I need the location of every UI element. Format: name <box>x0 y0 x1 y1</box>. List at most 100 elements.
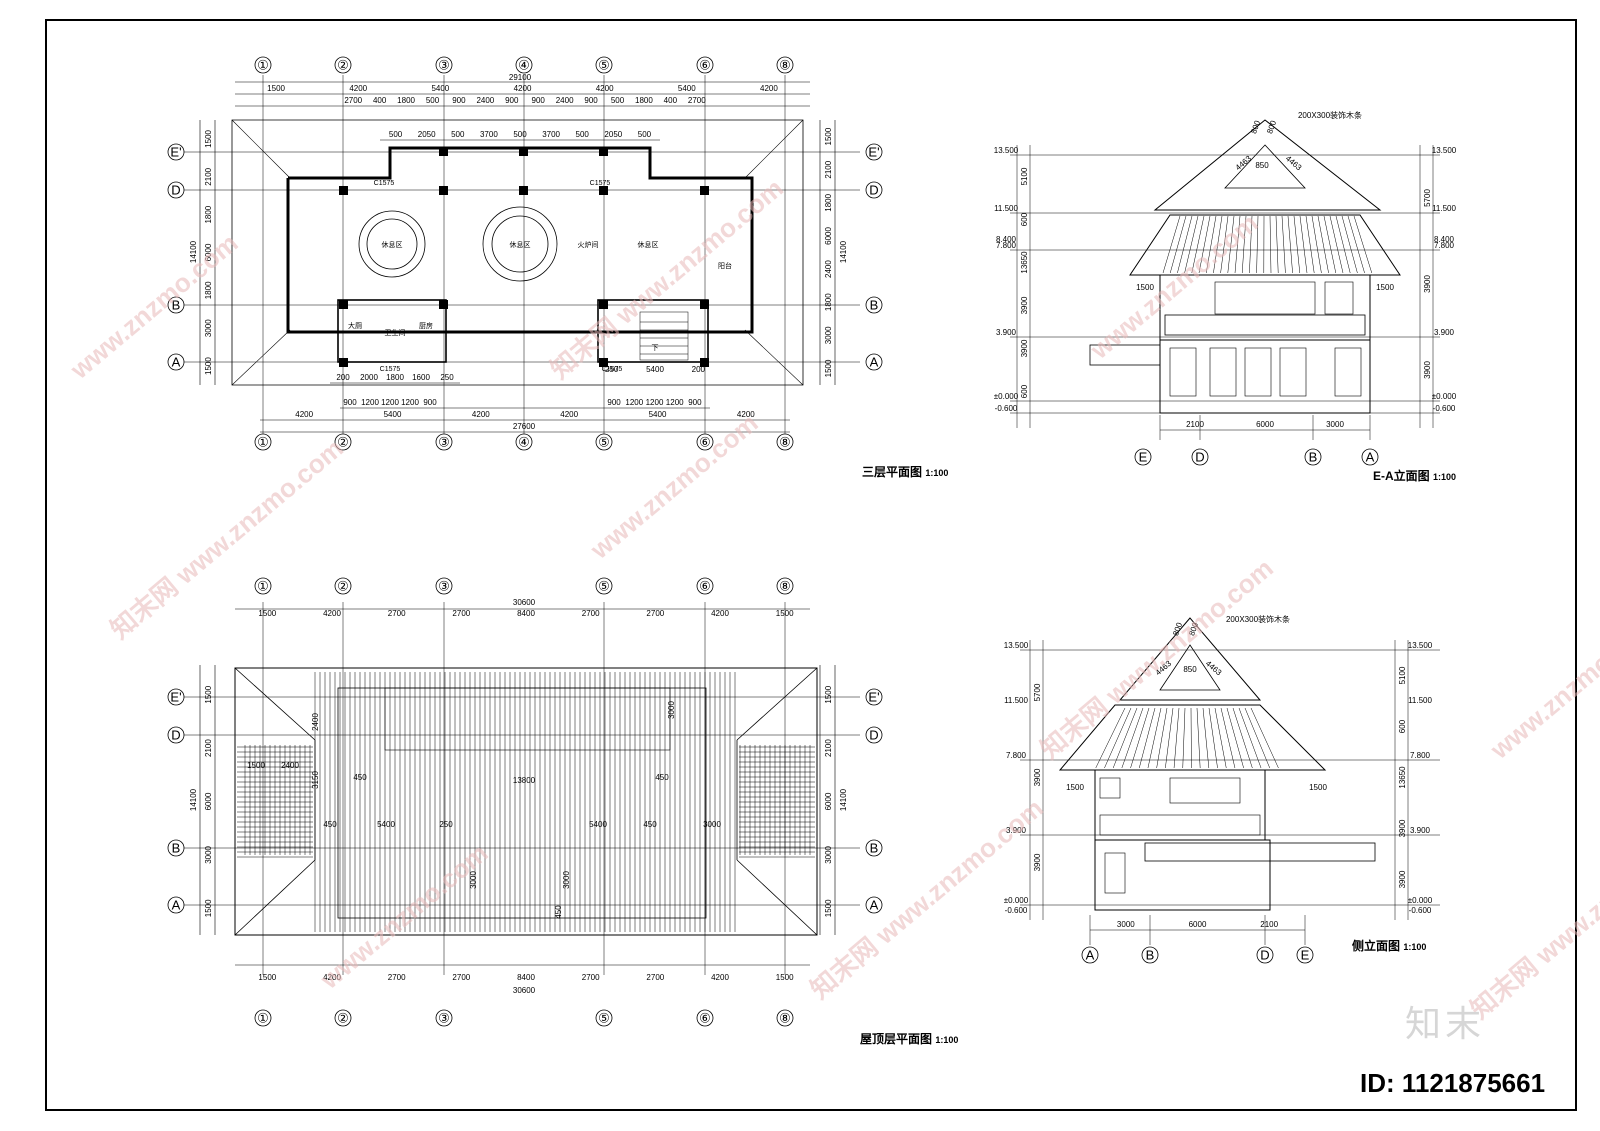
plan3-dim: 6000 <box>204 243 213 261</box>
elev-side-roof-dim: 800 <box>1187 621 1200 637</box>
roof-dim: 4200 <box>323 609 341 618</box>
elev-ea-height: 13650 <box>1020 251 1029 274</box>
elev-side-dim: 6000 <box>1189 920 1207 929</box>
roof-axis: ⑥ <box>699 1011 711 1026</box>
plan3-axis-bubble <box>435 433 453 451</box>
roof-dim: 2700 <box>646 609 664 618</box>
plan3-dim: 250 <box>440 373 454 382</box>
roof-dim: 2700 <box>388 609 406 618</box>
plan3-dim: 200 <box>336 373 350 382</box>
plan3-dim: 900 <box>423 398 437 407</box>
plan3-axis-row-bubble <box>167 353 185 371</box>
plan3-dim: 900 <box>532 96 546 105</box>
elev-ea-height: 5700 <box>1423 189 1432 207</box>
roof-inner-dim: 450 <box>554 905 563 919</box>
plan3-axis-bubble <box>515 433 533 451</box>
roof-dim: 2700 <box>388 973 406 982</box>
elev-ea-level: 3.900 <box>1434 328 1455 337</box>
plan3-room-label: 厨房 <box>419 321 433 330</box>
elev-ea-roof-dim: 800 <box>1265 119 1278 135</box>
roof-axis-bubble <box>595 577 613 595</box>
roof-axis: ③ <box>438 579 450 594</box>
plan3-room-label: 大厕 <box>348 321 362 330</box>
roof-inner-dim: 450 <box>323 820 337 829</box>
elev-side-roof-dim: 850 <box>1183 665 1197 674</box>
plan3-axis: ② <box>337 435 349 450</box>
plan3-dim: 500 <box>426 96 440 105</box>
plan3-dim-total: 29100 <box>509 73 532 82</box>
plan3-dim: 1500 <box>824 359 833 377</box>
plan3-dim: 900 <box>343 398 357 407</box>
elev-ea-roof-dim: 4463 <box>1234 154 1254 173</box>
roof-axis-row: D <box>171 728 180 743</box>
elev-side-level: 7.800 <box>1006 751 1027 760</box>
roof-dim-total: 14100 <box>839 788 848 811</box>
plan3-dim: 900 <box>584 96 598 105</box>
roof-dim: 2700 <box>452 609 470 618</box>
elev-side-level: 3.900 <box>1006 826 1027 835</box>
elev-ea-axis: D <box>1195 450 1204 465</box>
roof-dim: 1500 <box>776 973 794 982</box>
elev-side-title: 侧立面图 1:100 <box>1352 938 1426 953</box>
plan3-stair-label: 下 <box>652 344 659 352</box>
plan3-axis-row-bubble <box>865 296 883 314</box>
plan3-dim: 2700 <box>344 96 362 105</box>
elev-side-note: 200X300装饰木条 <box>1226 614 1290 624</box>
roof-axis-row: D <box>869 728 878 743</box>
roof-axis: ① <box>257 579 269 594</box>
roof-axis-row-bubble <box>167 896 185 914</box>
plan3-dim: 500 <box>389 130 403 139</box>
plan3-axis-bubble <box>435 56 453 74</box>
roof-dim-total: 30600 <box>513 986 536 995</box>
plan3-axis-row: A <box>172 355 181 370</box>
plan3-dim: 400 <box>664 96 678 105</box>
plan3-dim: 5400 <box>384 410 402 419</box>
plan3-axis: ⑧ <box>779 435 791 450</box>
elev-ea-roof-dim: 850 <box>1255 161 1269 170</box>
plan3-dim: 1800 <box>386 373 404 382</box>
elev-side-level: ±0.000 <box>1408 896 1433 905</box>
elev-side-height: 600 <box>1398 719 1407 733</box>
roof-dim: 1500 <box>824 899 833 917</box>
plan3-stair-dim: 5400 <box>646 365 664 374</box>
roof-axis-row-bubble <box>167 839 185 857</box>
elev-ea-dim: 3000 <box>1326 420 1344 429</box>
roof-plan <box>180 602 860 975</box>
roof-dim: 1500 <box>776 609 794 618</box>
elev-ea-dim: 6000 <box>1256 420 1274 429</box>
plan3-room-label: 休息区 <box>510 240 531 249</box>
plan3-dim: 2400 <box>824 260 833 278</box>
elev-side-height: 5100 <box>1398 666 1407 684</box>
watermark-text: 知末网 www.znzmo.com <box>105 433 349 645</box>
plan3-dim: 1500 <box>824 127 833 145</box>
roof-axis-bubble <box>595 1009 613 1027</box>
elev-side-level: -0.600 <box>1409 906 1432 915</box>
elev-ea-level: ±0.000 <box>1432 392 1457 401</box>
plan3-dim: 3000 <box>204 319 213 337</box>
roof-inner-dim: 3000 <box>562 871 571 889</box>
plan3-dim: 500 <box>513 130 527 139</box>
plan3-axis: ⑤ <box>598 435 610 450</box>
plan3-axis-row: D <box>869 183 878 198</box>
roof-axis-bubble <box>435 577 453 595</box>
plan3-dim: 1200 <box>381 398 399 407</box>
plan3-dim: 1800 <box>397 96 415 105</box>
elevation-e-a <box>1010 119 1440 440</box>
roof-dim: 1500 <box>204 685 213 703</box>
elev-ea-axis: A <box>1366 450 1375 465</box>
roof-inner-dim: 1500 <box>247 761 265 770</box>
roof-inner-dim: 3000 <box>667 701 676 719</box>
plan3-axis-bubble <box>776 56 794 74</box>
plan3-axis-row-bubble <box>167 181 185 199</box>
sheet-border <box>45 19 1577 1111</box>
watermark-text: www.znzmo.com <box>64 228 244 386</box>
elev-ea-level: 3.900 <box>996 328 1017 337</box>
roof-axis-row-bubble <box>865 726 883 744</box>
elev-ea-height: 3900 <box>1020 296 1029 314</box>
elev-side-level: 13.500 <box>1408 641 1433 650</box>
elev-ea-dim: 2100 <box>1186 420 1204 429</box>
plan3-axis: ④ <box>518 58 530 73</box>
roof-axis-bubble <box>776 577 794 595</box>
elev-side-level: ±0.000 <box>1004 896 1029 905</box>
roof-axis-bubble <box>696 577 714 595</box>
